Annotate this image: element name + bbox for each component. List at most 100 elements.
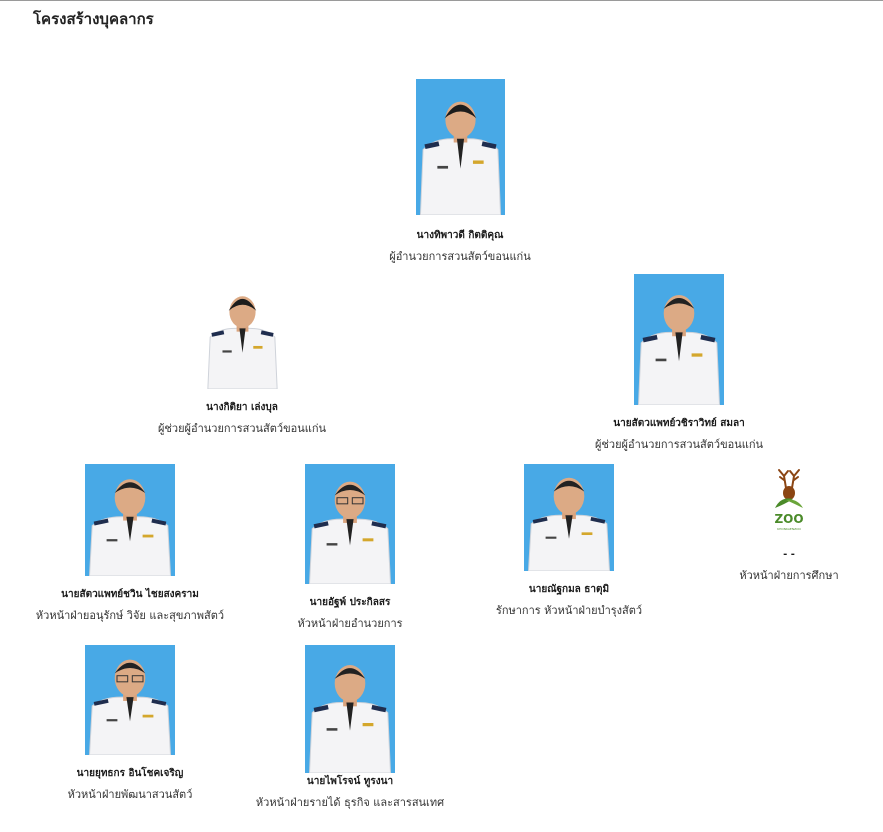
- head-card-4: ZOO KHONKAENZOO - - หัวหน้าฝ่ายการศึกษา: [659, 466, 883, 583]
- tie-shape: [565, 515, 573, 539]
- hair-shape: [663, 298, 695, 309]
- portrait-image: [415, 79, 505, 215]
- tie-shape: [346, 519, 354, 546]
- portrait-image: [203, 279, 281, 389]
- head-role-1: หัวหน้าฝ่ายอนุรักษ์ วิจัย และสุขภาพสัตว์: [35, 609, 225, 622]
- leaf-icon-2: [786, 499, 803, 508]
- epaulette-left: [93, 518, 109, 526]
- assistant-card-1: นางกิติยา เล่งบุล ผู้ช่วยผู้อำนวยการสวนส…: [112, 279, 372, 436]
- epaulette-left: [313, 521, 329, 529]
- head-name-1: นายสัตวแพทย์ชวิน ไชยสงคราม: [61, 589, 199, 600]
- head-role-4: หัวหน้าฝ่ายการศึกษา: [739, 569, 839, 582]
- badge-shape: [252, 345, 263, 349]
- epaulette-right: [151, 698, 167, 706]
- epaulette-left: [532, 516, 548, 524]
- head-name-2: นายอัฐพ์ ประกิลสร: [309, 597, 391, 608]
- head-role-3: รักษาการ หัวหน้าฝ่ายบำรุงสัตว์: [495, 604, 643, 617]
- page-title: โครงสร้างบุคลากร: [33, 10, 154, 28]
- hair-shape: [114, 482, 146, 494]
- epaulette-right: [371, 521, 387, 529]
- portrait-image: [634, 274, 724, 405]
- zoo-logo: ZOO KHONKAENZOO: [771, 466, 807, 536]
- head-card-1: นายสัตวแพทย์ชวิน ไชยสงคราม หัวหน้าฝ่ายอน…: [0, 464, 260, 623]
- director-role: ผู้อำนวยการสวนสัตว์ขอนแก่น: [389, 250, 531, 263]
- assistant-name-1: นางกิติยา เล่งบุล: [206, 402, 278, 413]
- hair-shape: [114, 662, 146, 674]
- badge-shape: [362, 538, 374, 542]
- tie-shape: [456, 138, 464, 169]
- head-name-5: นายยุทธกร อินโชคเจริญ: [76, 768, 184, 779]
- head-card-6: นายไพโรจน์ ทูรงนา หัวหน้าฝ่ายรายได้ ธุรก…: [220, 645, 480, 810]
- head-card-3: นายณัฐกมล ธาตุมิ รักษาการ หัวหน้าฝ่ายบำร…: [439, 464, 699, 618]
- head-photo-1: [85, 464, 175, 576]
- head-name-4: - -: [783, 549, 795, 560]
- badge-shape: [362, 723, 374, 727]
- hair-shape: [334, 484, 366, 496]
- head-role-6: หัวหน้าฝ่ายรายได้ ธุรกิจ และสารสนเทศ: [255, 796, 445, 809]
- name-tag-shape: [545, 536, 557, 539]
- head-photo-5: [85, 645, 175, 755]
- name-tag-shape: [106, 539, 118, 542]
- director-photo: [415, 79, 505, 215]
- portrait-image: [85, 645, 175, 755]
- top-divider: [0, 0, 883, 1]
- assistant-card-2: นายสัตวแพทย์วชิราวิทย์ สมลา ผู้ช่วยผู้อำ…: [549, 274, 809, 452]
- epaulette-left: [642, 334, 658, 343]
- portrait-image: [524, 464, 614, 571]
- deer-antlers-icon: [778, 469, 800, 489]
- head-role-2: หัวหน้าฝ่ายอำนวยการ: [297, 617, 403, 630]
- portrait-image: [305, 464, 395, 584]
- epaulette-right: [700, 334, 716, 343]
- name-tag-shape: [326, 728, 338, 731]
- epaulette-left: [313, 704, 329, 713]
- hair-shape: [553, 480, 585, 492]
- name-tag-shape: [436, 165, 448, 169]
- tie-shape: [238, 328, 246, 353]
- head-name-6: นายไพโรจน์ ทูรงนา: [306, 776, 394, 787]
- epaulette-left: [423, 141, 439, 149]
- head-role-5: หัวหน้าฝ่ายพัฒนาสวนสัตว์: [67, 788, 193, 801]
- epaulette-right: [590, 516, 606, 524]
- name-tag-shape: [106, 719, 118, 722]
- badge-shape: [472, 160, 484, 164]
- deer-head-icon: [783, 486, 795, 500]
- assistant-name-2: นายสัตวแพทย์วชิราวิทย์ สมลา: [613, 418, 745, 429]
- epaulette-right: [260, 330, 274, 337]
- epaulette-left: [93, 698, 109, 706]
- tie-shape: [675, 332, 683, 362]
- portrait-image: [305, 645, 395, 773]
- badge-shape: [142, 534, 154, 538]
- assistant-role-1: ผู้ช่วยผู้อำนวยการสวนสัตว์ขอนแก่น: [157, 422, 326, 435]
- director-card: นางทิพาวดี กิตติคุณ ผู้อำนวยการสวนสัตว์ข…: [330, 79, 590, 264]
- badge-shape: [142, 714, 154, 718]
- head-photo-6: [305, 645, 395, 773]
- tie-shape: [126, 516, 134, 542]
- head-photo-3: [524, 464, 614, 571]
- hair-shape: [228, 298, 256, 311]
- name-tag-shape: [655, 358, 667, 362]
- name-tag-shape: [221, 350, 232, 353]
- head-name-3: นายณัฐกมล ธาตุมิ: [528, 584, 610, 595]
- badge-shape: [691, 353, 703, 357]
- glasses-left: [336, 497, 349, 505]
- epaulette-right: [151, 518, 167, 526]
- head-card-5: นายยุทธกร อินโชคเจริญ หัวหน้าฝ่ายพัฒนาสว…: [0, 645, 260, 802]
- zoo-logo-text: ZOO: [774, 512, 803, 526]
- tie-shape: [126, 697, 134, 722]
- assistant-role-2: ผู้ช่วยผู้อำนวยการสวนสัตว์ขอนแก่น: [594, 438, 763, 451]
- portrait-image: [85, 464, 175, 576]
- assistant-photo-2: [634, 274, 724, 405]
- epaulette-left: [210, 330, 224, 337]
- glasses-right: [351, 497, 364, 505]
- hair-shape: [444, 104, 476, 119]
- name-tag-shape: [326, 543, 338, 546]
- epaulette-right: [481, 141, 497, 149]
- zoo-logo-subtext: KHONKAENZOO: [777, 527, 801, 531]
- assistant-photo-1: [203, 279, 281, 389]
- glasses-left: [116, 675, 129, 683]
- hair-shape: [334, 668, 366, 679]
- badge-shape: [581, 532, 593, 536]
- epaulette-right: [371, 704, 387, 713]
- tie-shape: [346, 702, 354, 731]
- glasses-right: [131, 675, 144, 683]
